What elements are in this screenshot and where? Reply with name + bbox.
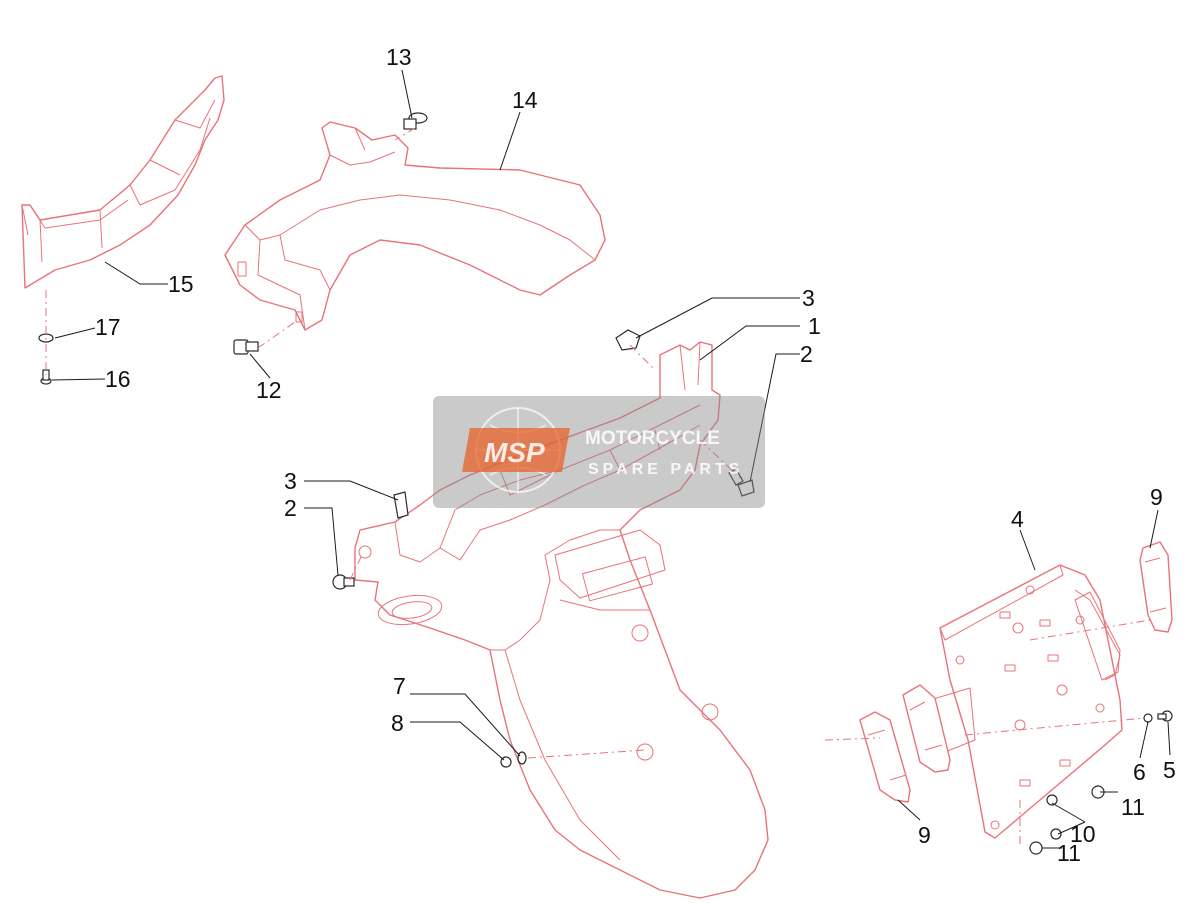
- hardware-11-washer-lower[interactable]: [1029, 841, 1043, 855]
- callout-13: 13: [386, 44, 412, 70]
- hardware-2-screw-right[interactable]: [728, 468, 755, 497]
- hardware-7-washer[interactable]: [517, 751, 527, 765]
- callout-6: 6: [1133, 759, 1146, 785]
- watermark-line1: MOTORCYCLE: [585, 428, 720, 449]
- callout-11-lower: 11: [1057, 840, 1081, 866]
- hardware-12-screw[interactable]: [233, 339, 259, 355]
- callout-10: 10: [1070, 821, 1096, 847]
- hardware-5-screw[interactable]: [1157, 710, 1173, 722]
- hardware-10-nut-lower[interactable]: [1050, 828, 1062, 840]
- callout-11-upper: 11: [1121, 794, 1145, 820]
- part-9-pad-lower[interactable]: [859, 711, 911, 803]
- callout-9-upper: 9: [1150, 484, 1163, 510]
- callout-3-lower: 3: [284, 468, 297, 494]
- hardware-13-screw[interactable]: [403, 112, 428, 130]
- watermark-line2: SPARE PARTS: [588, 461, 743, 478]
- hardware-3-clip-lower[interactable]: [393, 491, 409, 519]
- watermark-logo: MSP: [484, 437, 545, 468]
- part-1-rear-fender[interactable]: [354, 341, 769, 899]
- callout-16: 16: [105, 366, 131, 392]
- callout-2-right: 2: [800, 341, 813, 367]
- callout-3-upper: 3: [802, 285, 815, 311]
- assembly-lines: [45, 127, 1151, 848]
- callout-9-lower: 9: [918, 822, 931, 848]
- callout-1: 1: [808, 313, 821, 339]
- part-pad-middle[interactable]: [902, 684, 951, 773]
- callout-15: 15: [168, 271, 194, 297]
- hardware-2-screw-left[interactable]: [332, 574, 355, 590]
- part-4-plate-bracket[interactable]: [929, 564, 1123, 839]
- leader-lines: [51, 69, 1171, 849]
- callout-14: 14: [512, 87, 538, 113]
- part-15-side-cover[interactable]: [21, 75, 225, 289]
- hardware-3-clip-upper[interactable]: [615, 329, 641, 351]
- callout-12: 12: [256, 377, 282, 403]
- callout-5: 5: [1163, 757, 1176, 783]
- hardware-6-washer[interactable]: [1143, 713, 1153, 723]
- callout-2-left: 2: [284, 495, 297, 521]
- watermark: MSP MOTORCYCLE SPARE PARTS: [433, 396, 765, 508]
- part-9-pad-upper[interactable]: [1139, 541, 1173, 633]
- callout-labels: 1 2 2 3 3 4 5 6 7 8 9 9 10 11 11 12 13 1…: [95, 44, 1176, 866]
- hardware-10-nut-upper[interactable]: [1046, 794, 1058, 806]
- callout-7: 7: [393, 673, 406, 699]
- part-14-inner-mudguard[interactable]: [224, 121, 606, 331]
- hardware-16-screw[interactable]: [40, 369, 52, 385]
- callout-4: 4: [1011, 506, 1024, 532]
- callout-8: 8: [391, 710, 404, 736]
- callout-17: 17: [95, 314, 121, 340]
